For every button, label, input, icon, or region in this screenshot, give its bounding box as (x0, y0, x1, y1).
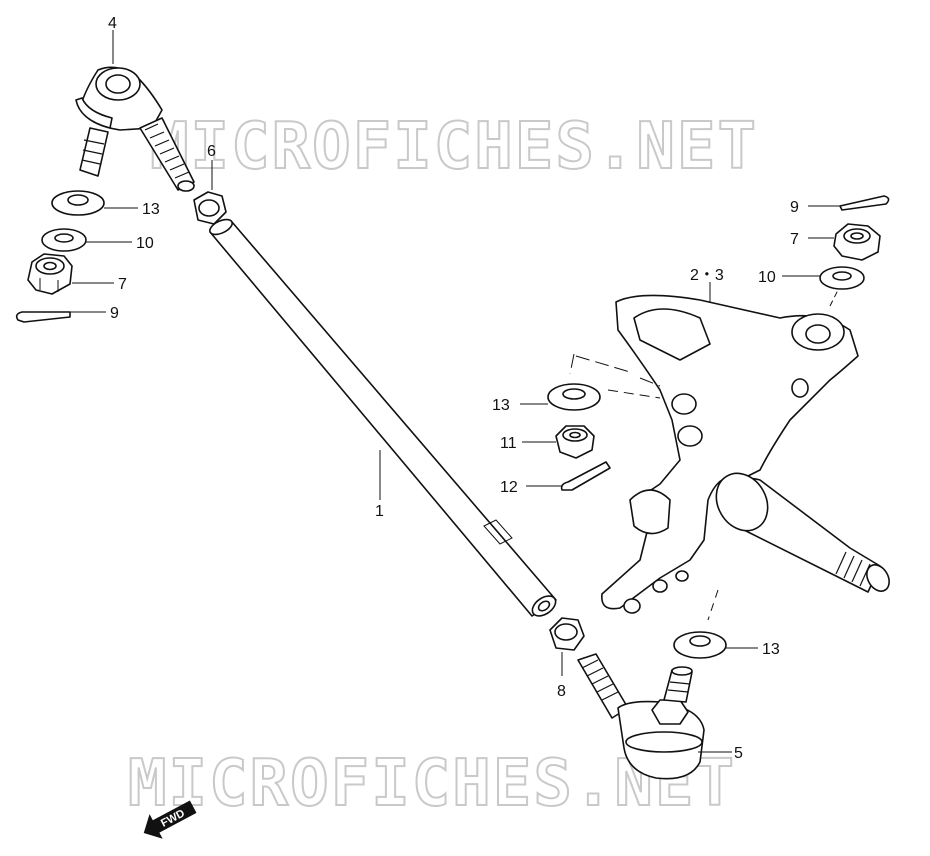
hex-nut-left (193, 191, 227, 225)
callout-tie-rod-end-right: 5 (734, 745, 743, 762)
cotter-pin-arm (560, 461, 611, 491)
callout-cotter-pin-right: 9 (790, 199, 799, 216)
callout-castle-nut-right: 7 (790, 231, 799, 248)
tie-rod-tube (209, 218, 557, 617)
cotter-pin-left (15, 311, 71, 323)
washer-right (819, 266, 865, 290)
tie-rod-end-right (577, 653, 705, 780)
callout-hex-nut-left: 6 (207, 143, 216, 160)
steering-knuckle (601, 294, 890, 614)
callout-washer-right: 10 (758, 269, 776, 286)
hex-nut-right (549, 617, 585, 651)
castle-nut-arm (555, 425, 595, 459)
callout-cotter-pin-left: 9 (110, 305, 119, 322)
leader-lines (70, 30, 840, 753)
tie-rod-end-left (75, 66, 195, 192)
callout-spacer-left: 13 (142, 201, 160, 218)
assembly-guide (569, 289, 839, 621)
cotter-pin-right (839, 195, 890, 211)
callout-castle-nut-arm: 11 (500, 435, 517, 452)
callout-labels: 4 6 13 10 7 9 1 2・3 9 7 10 13 11 12 8 13… (108, 15, 799, 762)
callout-hex-nut-right: 8 (557, 683, 566, 700)
callout-steering-knuckle: 2・3 (690, 267, 724, 284)
castle-nut-right (833, 223, 881, 261)
spacer-left (51, 190, 105, 216)
callout-washer-left: 10 (136, 235, 154, 252)
callout-spacer-arm: 13 (492, 397, 510, 414)
callout-tie-rod-tube: 1 (375, 503, 384, 520)
callout-tie-rod-end-left: 4 (108, 15, 117, 32)
callout-castle-nut-left: 7 (118, 276, 127, 293)
spacer-arm (547, 383, 601, 411)
castle-nut-left (27, 253, 73, 295)
watermark-top: MICROFICHES.NET (150, 110, 758, 184)
washer-left (41, 228, 87, 252)
callout-cotter-pin-arm: 12 (500, 479, 518, 496)
spacer-right (673, 631, 727, 659)
callout-spacer-right: 13 (762, 641, 780, 658)
